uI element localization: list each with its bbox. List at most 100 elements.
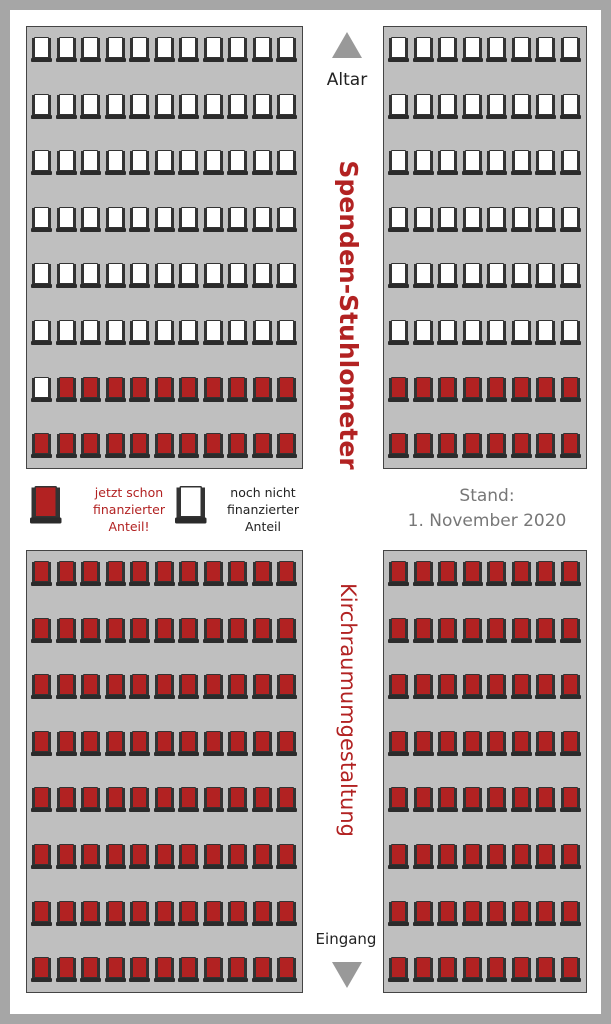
- unfinanced-chair: [31, 206, 52, 232]
- financed-chair: [535, 844, 556, 869]
- financed-chair: [461, 787, 483, 813]
- financed-chair: [510, 787, 532, 813]
- unfinanced-chair: [276, 93, 297, 119]
- financed-chair: [202, 433, 224, 459]
- financed-chair: [153, 730, 175, 756]
- unfinanced-chair: [80, 37, 101, 62]
- financed-chair: [461, 900, 483, 926]
- financed-chair: [104, 674, 126, 700]
- unfinanced-chair: [80, 263, 101, 289]
- financed-chair: [437, 787, 458, 813]
- financed-chair: [31, 844, 52, 869]
- financed-chair: [437, 957, 458, 983]
- financed-chair: [276, 957, 297, 983]
- unfinanced-chair: [535, 320, 556, 345]
- stand-date: 1. November 2020: [407, 511, 567, 531]
- unfinanced-chair: [251, 93, 273, 119]
- financed-chair: [486, 787, 507, 813]
- financed-chair: [129, 957, 150, 983]
- financed-chair: [437, 561, 458, 586]
- unfinanced-chair: [251, 320, 273, 345]
- financed-chair: [104, 617, 126, 643]
- unfinanced-chair: [153, 320, 175, 345]
- financed-chair: [153, 433, 175, 459]
- financed-chair: [31, 957, 52, 983]
- financed-chair: [251, 730, 273, 756]
- unfinanced-chair: [510, 93, 532, 119]
- financed-chair: [388, 674, 409, 700]
- financed-chair: [437, 844, 458, 869]
- financed-chair: [227, 433, 248, 459]
- financed-chair: [251, 376, 273, 402]
- financed-chair: [412, 561, 434, 586]
- unfinanced-chair: [437, 206, 458, 232]
- financed-chair: [486, 561, 507, 586]
- financed-chair: [486, 844, 507, 869]
- financed-chair: [31, 561, 52, 586]
- financed-chair: [80, 844, 101, 869]
- financed-chair: [55, 787, 77, 813]
- financed-chair: [202, 674, 224, 700]
- financed-chair: [412, 957, 434, 983]
- financed-chair: [80, 561, 101, 586]
- financed-chair: [510, 844, 532, 869]
- arrow-down-icon: [332, 962, 362, 988]
- unfinanced-chair: [80, 206, 101, 232]
- financed-chair: [461, 844, 483, 869]
- unfinanced-chair: [31, 37, 52, 62]
- financed-chair: [412, 844, 434, 869]
- financed-chair: [55, 844, 77, 869]
- financed-chair: [461, 376, 483, 402]
- unfinanced-chair: [227, 263, 248, 289]
- unfinanced-chair: [202, 206, 224, 232]
- unfinanced-chair: [251, 150, 273, 176]
- financed-chair: [388, 433, 409, 459]
- financed-chair: [412, 730, 434, 756]
- financed-chair: [227, 787, 248, 813]
- unfinanced-chair: [535, 150, 556, 176]
- unfinanced-chair: [437, 37, 458, 62]
- stand-text: Stand: 1. November 2020: [388, 484, 586, 534]
- unfinanced-chair: [31, 150, 52, 176]
- unfinanced-chair: [153, 93, 175, 119]
- financed-chair: [55, 561, 77, 586]
- financed-chair: [251, 617, 273, 643]
- financed-chair: [251, 674, 273, 700]
- financed-chair: [559, 730, 581, 756]
- financed-chair: [461, 561, 483, 586]
- title-top: Spenden-Stuhlometer: [334, 160, 363, 470]
- financed-chair: [559, 617, 581, 643]
- unfinanced-chair: [510, 263, 532, 289]
- financed-chair: [559, 787, 581, 813]
- unfinanced-chair: [510, 150, 532, 176]
- financed-chair: [559, 844, 581, 869]
- legend-unfinanced-chair: [175, 486, 207, 524]
- financed-chair: [31, 433, 52, 459]
- unfinanced-chair: [437, 93, 458, 119]
- financed-chair: [276, 433, 297, 459]
- unfinanced-chair: [251, 206, 273, 232]
- financed-chair: [535, 957, 556, 983]
- financed-chair: [486, 957, 507, 983]
- financed-chair: [178, 730, 199, 756]
- financed-chair: [276, 787, 297, 813]
- financed-chair: [153, 674, 175, 700]
- financed-chair: [559, 433, 581, 459]
- financed-chair: [412, 376, 434, 402]
- financed-chair: [55, 957, 77, 983]
- financed-chair: [80, 957, 101, 983]
- financed-chair: [202, 900, 224, 926]
- financed-chair: [388, 787, 409, 813]
- unfinanced-chair: [104, 93, 126, 119]
- financed-chair: [437, 900, 458, 926]
- financed-chair: [31, 617, 52, 643]
- unfinanced-chair: [510, 37, 532, 62]
- unfinanced-chair: [227, 320, 248, 345]
- financed-chair: [104, 433, 126, 459]
- unfinanced-chair: [104, 320, 126, 345]
- financed-chair: [55, 900, 77, 926]
- financed-chair: [80, 617, 101, 643]
- financed-chair: [31, 674, 52, 700]
- financed-chair: [55, 376, 77, 402]
- financed-chair: [510, 730, 532, 756]
